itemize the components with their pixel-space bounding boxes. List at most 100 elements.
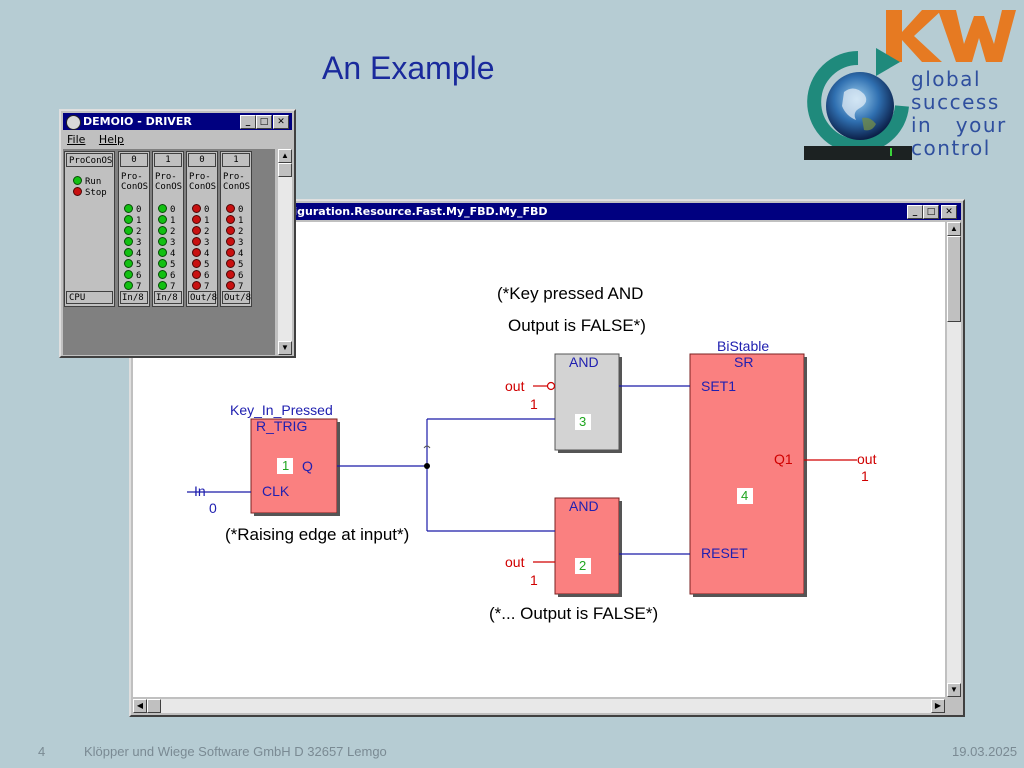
fbd-canvas[interactable]: (*Key pressed AND Output is FALSE*) (*Ra… bbox=[133, 222, 945, 697]
scroll-up-arrow-icon[interactable]: ▲ bbox=[947, 222, 961, 236]
run-label: Run bbox=[85, 177, 102, 187]
io-led-row: 4 bbox=[192, 248, 209, 260]
and3-number: 3 bbox=[579, 414, 587, 429]
io-led-icon bbox=[192, 204, 201, 213]
io-led-icon bbox=[158, 248, 167, 257]
io-led-label: 6 bbox=[204, 271, 210, 281]
vertical-scroll-thumb[interactable] bbox=[947, 236, 961, 322]
io-module-name: Pro- ConOS bbox=[155, 172, 183, 192]
io-led-label: 2 bbox=[238, 227, 244, 237]
io-led-icon bbox=[226, 270, 235, 279]
io-led-row: 2 bbox=[226, 226, 243, 238]
io-led-row: 7 bbox=[158, 281, 175, 293]
io-led-icon bbox=[158, 270, 167, 279]
logo-tagline: global success in your control bbox=[911, 68, 1007, 160]
io-led-label: 2 bbox=[136, 227, 142, 237]
driver-window-titlebar[interactable]: DEMOIO - DRIVER _ □ ✕ bbox=[63, 113, 292, 130]
io-led-label: 3 bbox=[204, 238, 210, 248]
and2-number: 2 bbox=[579, 558, 587, 573]
and3-var-name: out bbox=[505, 378, 525, 394]
io-module-value-box[interactable]: 1 bbox=[222, 153, 250, 167]
close-button[interactable]: ✕ bbox=[941, 205, 957, 219]
rtrig-in-pin: CLK bbox=[262, 483, 290, 499]
and3-type: AND bbox=[569, 354, 599, 370]
io-module-name: Pro- ConOS bbox=[223, 172, 251, 192]
close-button[interactable]: ✕ bbox=[273, 115, 289, 129]
io-led-icon bbox=[158, 281, 167, 290]
sr-number: 4 bbox=[741, 488, 749, 503]
io-module-value-box[interactable]: 1 bbox=[154, 153, 182, 167]
io-led-icon bbox=[226, 281, 235, 290]
io-led-icon bbox=[226, 204, 235, 213]
io-led-label: 4 bbox=[136, 249, 142, 259]
io-led-icon bbox=[158, 215, 167, 224]
vertical-scrollbar[interactable]: ▲ ▼ bbox=[947, 222, 961, 697]
comment-output-false-2: (*... Output is FALSE*) bbox=[489, 604, 659, 623]
io-led-row: 4 bbox=[124, 248, 141, 260]
horizontal-scrollbar[interactable]: ◀ ▶ bbox=[133, 699, 945, 713]
driver-scroll-thumb[interactable] bbox=[278, 163, 292, 177]
driver-menubar: File Help bbox=[67, 133, 134, 146]
size-grip[interactable] bbox=[947, 699, 961, 713]
io-led-icon bbox=[124, 270, 133, 279]
footer-date: 19.03.2025 bbox=[952, 744, 1018, 759]
fbd-editor-window[interactable]: figuration.Resource.Fast.My_FBD.My_FBD _… bbox=[129, 199, 965, 717]
io-led-label: 5 bbox=[170, 260, 176, 270]
horizontal-scroll-thumb[interactable] bbox=[147, 699, 161, 713]
menu-file[interactable]: File bbox=[67, 133, 86, 146]
io-module-type: Out/8 bbox=[224, 293, 252, 303]
io-led-icon bbox=[192, 281, 201, 290]
io-led-label: 0 bbox=[170, 205, 176, 215]
minimize-button[interactable]: _ bbox=[240, 115, 256, 129]
minimize-button[interactable]: _ bbox=[907, 205, 923, 219]
scroll-left-arrow-icon[interactable]: ◀ bbox=[133, 699, 147, 713]
io-led-row: 3 bbox=[124, 237, 141, 249]
io-led-row: 2 bbox=[158, 226, 175, 238]
globe-icon bbox=[804, 48, 912, 160]
io-led-row: 2 bbox=[124, 226, 141, 238]
io-led-label: 3 bbox=[238, 238, 244, 248]
io-module-bottom-box: In/8 bbox=[120, 291, 148, 304]
comment-raising-edge: (*Raising edge at input*) bbox=[225, 525, 410, 544]
maximize-button[interactable]: □ bbox=[256, 115, 272, 129]
demoio-driver-window[interactable]: DEMOIO - DRIVER _ □ ✕ File Help ProConOS… bbox=[59, 109, 296, 358]
fbd-window-title: figuration.Resource.Fast.My_FBD.My_FBD bbox=[289, 205, 548, 218]
io-module-value: 0 bbox=[199, 155, 205, 165]
and2-var-value: 1 bbox=[530, 572, 538, 588]
io-led-icon bbox=[192, 215, 201, 224]
io-led-row: 5 bbox=[226, 259, 243, 271]
io-led-icon bbox=[226, 237, 235, 246]
io-led-icon bbox=[226, 226, 235, 235]
sr-reset-pin: RESET bbox=[701, 545, 748, 561]
and-block-3[interactable] bbox=[554, 353, 620, 451]
io-module-value-box[interactable]: 0 bbox=[188, 153, 216, 167]
scroll-down-arrow-icon[interactable]: ▼ bbox=[278, 341, 292, 355]
io-led-row: 3 bbox=[192, 237, 209, 249]
sr-block[interactable] bbox=[689, 353, 805, 595]
comment-output-false: Output is FALSE*) bbox=[508, 316, 646, 335]
footer-company: Klöpper und Wiege Software GmbH D 32657 … bbox=[84, 744, 387, 759]
scroll-down-arrow-icon[interactable]: ▼ bbox=[947, 683, 961, 697]
io-led-label: 0 bbox=[238, 205, 244, 215]
fbd-window-titlebar[interactable]: figuration.Resource.Fast.My_FBD.My_FBD _… bbox=[133, 203, 961, 220]
io-led-label: 6 bbox=[238, 271, 244, 281]
scroll-right-arrow-icon[interactable]: ▶ bbox=[931, 699, 945, 713]
cpu-top-label-box: ProConOS bbox=[66, 153, 113, 167]
io-led-row: 1 bbox=[124, 215, 141, 227]
io-led-row: 1 bbox=[192, 215, 209, 227]
io-led-label: 7 bbox=[170, 282, 176, 292]
footer-page-number: 4 bbox=[38, 744, 46, 759]
io-module-value-box[interactable]: 0 bbox=[120, 153, 148, 167]
io-led-label: 1 bbox=[170, 216, 176, 226]
io-led-label: 7 bbox=[204, 282, 210, 292]
and-block-2[interactable] bbox=[554, 497, 620, 595]
maximize-button[interactable]: □ bbox=[923, 205, 939, 219]
io-led-label: 5 bbox=[204, 260, 210, 270]
io-led-icon bbox=[158, 259, 167, 268]
driver-vertical-scrollbar[interactable]: ▲ ▼ bbox=[278, 149, 292, 355]
io-led-label: 1 bbox=[204, 216, 210, 226]
menu-help[interactable]: Help bbox=[98, 133, 124, 146]
io-led-label: 2 bbox=[204, 227, 210, 237]
scroll-up-arrow-icon[interactable]: ▲ bbox=[278, 149, 292, 163]
